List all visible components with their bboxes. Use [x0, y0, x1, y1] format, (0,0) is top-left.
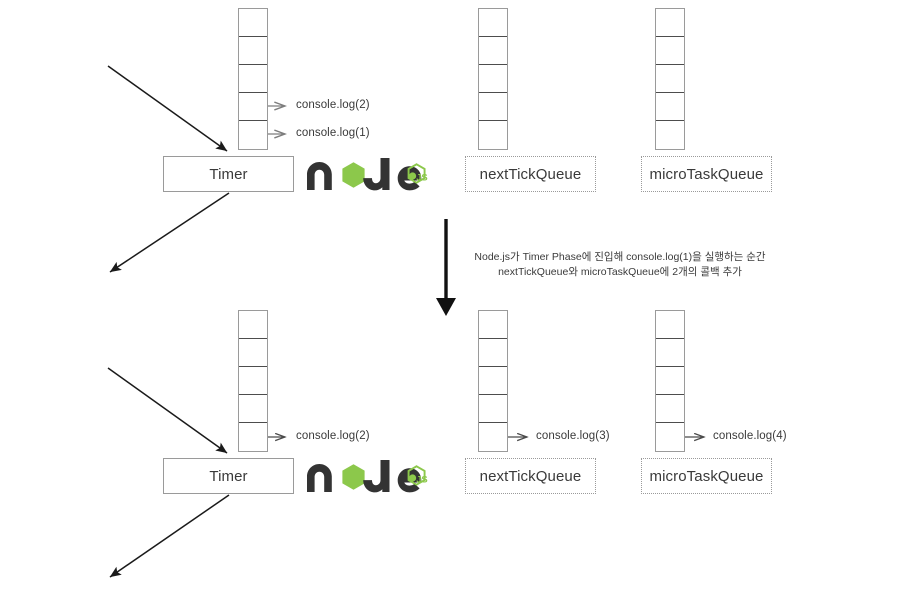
svg-text:JS: JS [416, 172, 427, 183]
stack-cell [656, 423, 684, 451]
nexttickqueue-label: nextTickQueue [479, 467, 582, 485]
stack-cell [479, 65, 507, 93]
stack-cell [479, 423, 507, 451]
nodejs-logo-top: JS [307, 158, 428, 191]
transition-arrow [436, 219, 456, 316]
stack-cell [656, 37, 684, 65]
stack-cell [656, 121, 684, 149]
callout-console-log-2-bottom: console.log(2) [296, 430, 370, 442]
stack-cell [656, 65, 684, 93]
stack-cell [479, 395, 507, 423]
transition-caption-line1: Node.js가 Timer Phase에 진입해 console.log(1)… [474, 251, 766, 263]
microtaskqueue-label-box-bottom[interactable]: microTaskQueue [641, 458, 772, 494]
callout-console-log-4: console.log(4) [713, 430, 787, 442]
stack-cell [239, 423, 267, 451]
stack-cell [479, 311, 507, 339]
call-stack-top [238, 8, 268, 150]
microtaskqueue-label: microTaskQueue [649, 467, 764, 485]
stack-cell [479, 339, 507, 367]
stack-cell [479, 367, 507, 395]
stack-cell [239, 311, 267, 339]
stack-cell [239, 93, 267, 121]
stack-cell [479, 9, 507, 37]
flow-arrow-out-top [109, 192, 230, 273]
callout-console-log-1-top: console.log(1) [296, 127, 370, 139]
call-stack-bottom [238, 310, 268, 452]
nexttickqueue-label-box-top[interactable]: nextTickQueue [465, 156, 596, 192]
microtaskqueue-label-box-top[interactable]: microTaskQueue [641, 156, 772, 192]
microtaskqueue-stack-top [655, 8, 685, 150]
stack-cell [239, 367, 267, 395]
stack-cell [239, 395, 267, 423]
microtaskqueue-stack-bottom [655, 310, 685, 452]
timer-label: Timer [209, 467, 248, 485]
stack-cell [656, 93, 684, 121]
stack-cell [656, 9, 684, 37]
callout-console-log-3: console.log(3) [536, 430, 610, 442]
stack-cell [239, 37, 267, 65]
stack-cell [239, 65, 267, 93]
svg-text:JS: JS [416, 474, 427, 485]
callout-console-log-2-top: console.log(2) [296, 99, 370, 111]
timer-label: Timer [209, 165, 248, 183]
flow-arrow-in-bottom [107, 367, 228, 454]
stack-cell [479, 37, 507, 65]
nexttickqueue-stack-bottom [478, 310, 508, 452]
transition-caption-line2: nextTickQueue와 microTaskQueue에 2개의 콜백 추가 [498, 266, 742, 278]
transition-caption: Node.js가 Timer Phase에 진입해 console.log(1)… [455, 250, 785, 280]
stack-cell [239, 121, 267, 149]
nodejs-logo-bottom: JS [307, 460, 428, 493]
microtaskqueue-label: microTaskQueue [649, 165, 764, 183]
timer-box-top[interactable]: Timer [163, 156, 294, 192]
nexttickqueue-label-box-bottom[interactable]: nextTickQueue [465, 458, 596, 494]
flow-arrow-in-top [107, 65, 228, 152]
nexttickqueue-label: nextTickQueue [479, 165, 582, 183]
stack-cell [479, 121, 507, 149]
nexttickqueue-stack-top [478, 8, 508, 150]
stack-cell [239, 9, 267, 37]
stack-cell [239, 339, 267, 367]
stack-cell [656, 339, 684, 367]
timer-box-bottom[interactable]: Timer [163, 458, 294, 494]
stack-cell [479, 93, 507, 121]
stack-cell [656, 395, 684, 423]
flow-arrow-out-bottom [109, 494, 230, 578]
stack-cell [656, 367, 684, 395]
stack-cell [656, 311, 684, 339]
